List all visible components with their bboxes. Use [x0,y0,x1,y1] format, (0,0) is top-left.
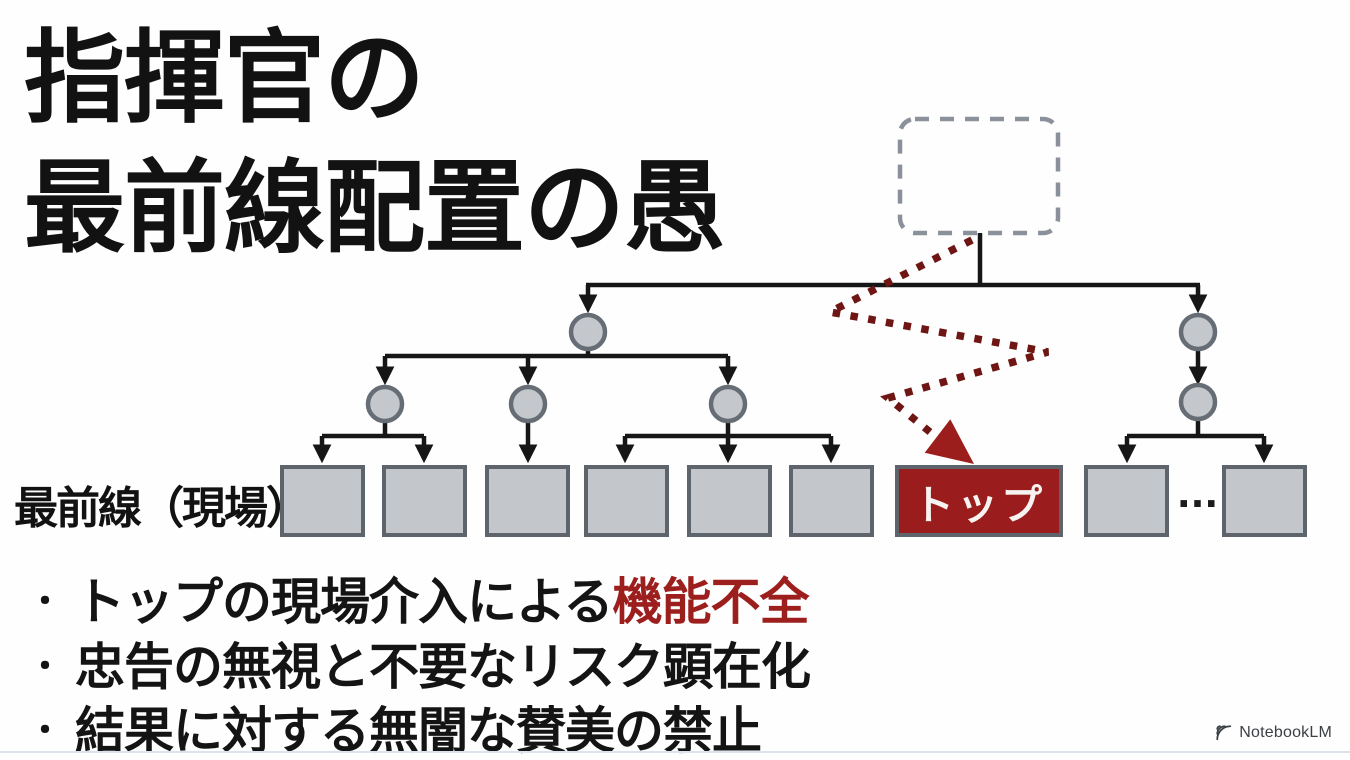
bullet-marker: ・ [28,647,62,686]
top-box-label: トップ [913,482,1045,528]
page-title: 指揮官の 最前線配置の愚 [24,14,725,275]
page-title-line-1: 指揮官の [24,23,425,135]
vacant-top-dashed-box [897,116,1061,236]
manager-node-circle [568,312,608,352]
top-descends-zigzag-arrow [818,236,1050,435]
frontline-box [1222,465,1307,537]
connector-sub1-split [322,421,424,439]
zigzag-arrowhead [924,419,974,464]
frontline-box [584,465,669,537]
bullet-emphasis-red: 機能不全 [612,574,810,630]
manager-node-circle [708,384,748,424]
bullet-item-2: ・ 忠告の無視と不要なリスク顕在化 [28,627,811,695]
frontline-box [687,465,772,537]
page-title-line-2: 最前線配置の愚 [24,153,725,266]
notebooklm-logo-icon [1216,725,1232,741]
ellipsis-label: ... [1177,465,1219,517]
watermark: NotebookLM [1215,724,1332,742]
slide-bottom-edge [0,751,1350,753]
frontline-box [280,465,365,537]
connector-sub3-split [625,421,831,439]
bullet-text: トップの現場介入による [75,574,613,630]
frontline-box [1084,465,1169,537]
org-tree-connectors [312,233,1274,464]
top-at-frontline-box: トップ [895,465,1063,537]
connector-right-sub-split [1127,420,1264,439]
bullet-list: ・ トップの現場介入による 機能不全 ・ 忠告の無視と不要なリスク顕在化 ・ 結… [28,562,811,759]
manager-node-circle [1178,382,1218,422]
manager-node-circle [508,384,548,424]
frontline-box [382,465,467,537]
bullet-item-3: ・ 結果に対する無闇な賛美の禁止 [28,691,810,759]
manager-nodes [365,312,1218,424]
frontline-box [485,465,570,537]
watermark-label: NotebookLM [1239,724,1332,741]
bullet-text: 結果に対する無闇な賛美の禁止 [75,703,762,759]
frontline-label: 最前線（現場） [14,484,310,533]
bullet-item-1: ・ トップの現場介入による 機能不全 [28,562,810,630]
frontline-box [789,465,874,537]
bullet-marker: ・ [28,583,62,621]
bullet-marker: ・ [28,712,62,750]
bullet-text: 忠告の無視と不要なリスク顕在化 [75,638,811,695]
manager-node-circle [365,384,405,424]
manager-node-circle [1178,312,1218,352]
